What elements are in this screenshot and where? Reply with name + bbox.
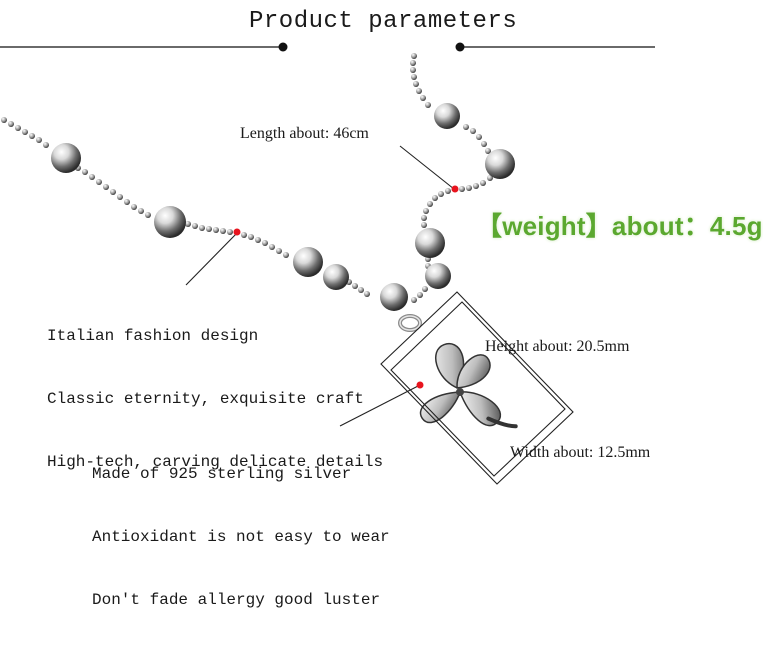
fashion-feature-list: Italian fashion design Classic eternity,… <box>47 284 383 515</box>
feature-line: High-tech, carving delicate details <box>47 453 384 471</box>
marker-dots <box>233 185 459 389</box>
length-label: Length about: 46cm <box>240 125 369 142</box>
page-title: Product parameters <box>249 8 518 35</box>
feature-line: Don't fade allergy good luster <box>92 591 381 609</box>
header-rule-left <box>0 42 288 52</box>
width-label: Width about: 12.5mm <box>510 444 651 461</box>
weight-label: 【weight】about：4.5g <box>476 211 763 241</box>
necklace-illustration <box>0 42 655 485</box>
length-marker-dot <box>451 185 459 193</box>
material-feature-list: Made of 925 sterling silver Antioxidant … <box>92 422 390 653</box>
feature-line: Antioxidant is not easy to wear <box>92 528 390 546</box>
height-label: Height about: 20.5mm <box>485 338 630 355</box>
large-beads <box>51 103 515 311</box>
leader-lines <box>185 145 455 427</box>
product-parameters-graphic: Product parameters Length about: 46cm 【w… <box>0 8 763 609</box>
jump-ring <box>398 314 422 332</box>
header-rule-right <box>455 42 655 52</box>
chain-left <box>1 117 370 297</box>
feature-line: Italian fashion design <box>47 327 259 345</box>
feature-line: Classic eternity, exquisite craft <box>47 390 364 408</box>
feature-line: Made of 925 sterling silver <box>92 465 352 483</box>
chain-marker-dot <box>233 228 241 236</box>
chain-right <box>410 53 493 303</box>
material-marker-dot <box>416 381 424 389</box>
dimension-frame <box>380 291 574 485</box>
